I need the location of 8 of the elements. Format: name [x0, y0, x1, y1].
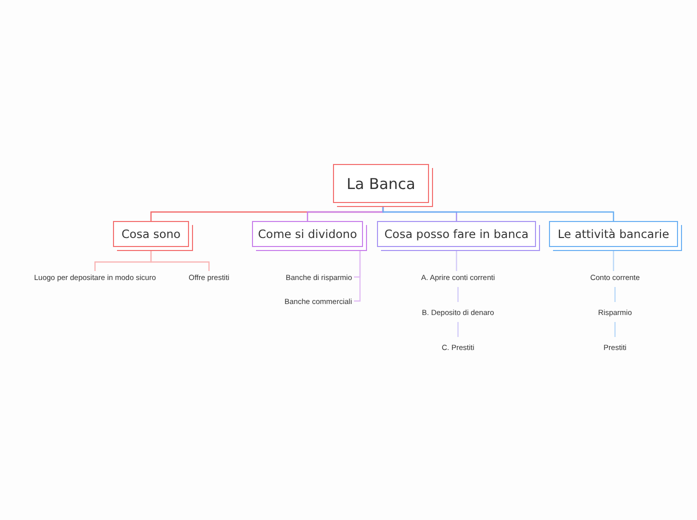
connector-line	[382, 207, 614, 221]
connector-line	[612, 251, 614, 271]
connector-line	[457, 287, 459, 302]
connector-line	[614, 287, 616, 302]
connector-line	[456, 251, 458, 271]
connector-line	[354, 251, 361, 302]
connector-line	[614, 322, 616, 337]
connector-line	[457, 322, 459, 337]
